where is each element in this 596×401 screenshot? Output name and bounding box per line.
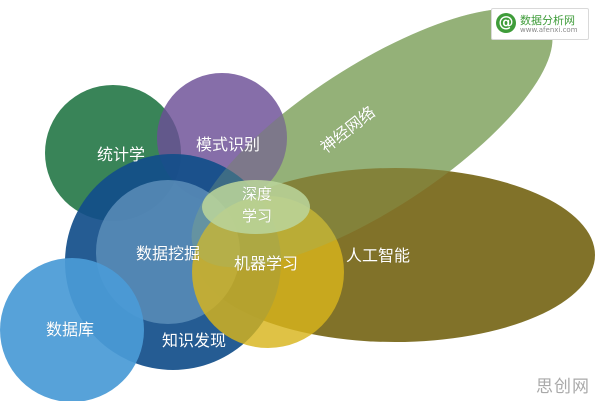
database-circle xyxy=(0,258,144,401)
label-deep-learning-text: 深度学习 xyxy=(241,185,272,225)
deep-learning-ellipse xyxy=(202,180,310,234)
label-knowledge-discovery: 知识发现 xyxy=(162,331,227,350)
label-deep-learning: 深度学习 xyxy=(227,183,287,227)
watermark-logo-name: 数据分析网 xyxy=(520,14,575,27)
label-statistics: 统计学 xyxy=(97,145,146,164)
machine-learning-circle xyxy=(192,196,344,348)
label-database: 数据库 xyxy=(46,320,95,339)
label-pattern-recognition: 模式识别 xyxy=(196,135,261,154)
label-machine-learning: 机器学习 xyxy=(234,254,299,273)
watermark-logo: @ 数据分析网 www.afenxi.com xyxy=(491,8,589,40)
label-data-mining: 数据挖掘 xyxy=(136,244,201,263)
watermark-bottom: 思创网 xyxy=(536,377,590,397)
label-artificial-intelligence: 人工智能 xyxy=(346,246,411,265)
watermark-logo-url: www.afenxi.com xyxy=(520,26,578,34)
at-icon: @ xyxy=(496,13,516,33)
